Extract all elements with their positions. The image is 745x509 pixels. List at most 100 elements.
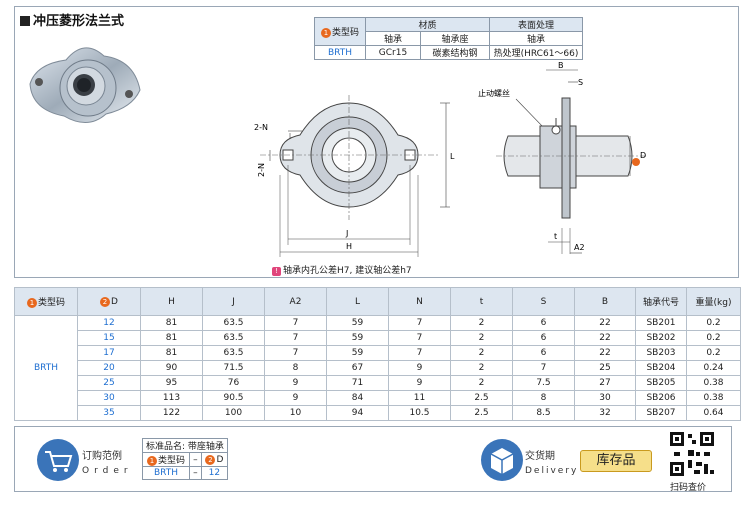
- table-cell: 0.24: [686, 360, 741, 376]
- header-a2: A2: [264, 287, 327, 316]
- table-cell: 0.2: [686, 345, 741, 361]
- delivery-box-icon: [481, 439, 523, 481]
- side-view-drawing: 止动螺丝 B S D t A2: [478, 61, 646, 254]
- page-title: 冲压菱形法兰式: [20, 10, 124, 29]
- table-cell: 113: [140, 390, 203, 406]
- table-cell: SB205: [635, 375, 687, 391]
- table-cell: 71.5: [202, 360, 265, 376]
- table-cell: 100: [202, 405, 265, 421]
- order-panel: [14, 426, 732, 492]
- dim-d-label: D: [640, 151, 646, 160]
- table-cell: 7: [264, 345, 327, 361]
- spec-surface-header: 表面处理: [489, 17, 583, 32]
- note-pin-icon: !: [272, 267, 281, 276]
- table-cell: 2: [450, 330, 513, 346]
- set-screw-label: 止动螺丝: [478, 88, 510, 98]
- table-cell: 2.5: [450, 390, 513, 406]
- dim-h-label: H: [346, 242, 352, 251]
- table-cell: 90: [140, 360, 203, 376]
- table-cell: 9: [264, 390, 327, 406]
- delivery-label: 交货期 Delivery: [525, 449, 578, 479]
- table-cell: 59: [326, 330, 389, 346]
- order-std-name: 标准品名: 带座轴承: [142, 438, 228, 453]
- table-cell: 59: [326, 345, 389, 361]
- table-cell: SB203: [635, 345, 687, 361]
- header-t: t: [450, 287, 513, 316]
- table-cell: SB207: [635, 405, 687, 421]
- table-cell: 63.5: [202, 345, 265, 361]
- scan-price-label: 扫码查价: [670, 483, 707, 493]
- table-cell: 9: [388, 360, 451, 376]
- table-cell: 122: [140, 405, 203, 421]
- dim-s-label: S: [578, 78, 583, 87]
- table-cell: 81: [140, 315, 203, 331]
- dim-b-label: B: [558, 61, 564, 70]
- dim-t-label: t: [554, 232, 557, 241]
- table-cell: 6: [512, 315, 575, 331]
- table-cell: 67: [326, 360, 389, 376]
- table-cell: 81: [140, 330, 203, 346]
- d-badge-icon: 2: [100, 296, 111, 307]
- table-cell: 0.38: [686, 375, 741, 391]
- header-n: N: [388, 287, 451, 316]
- type-code-badge-icon: 1: [146, 456, 157, 466]
- table-cell: 2.5: [450, 405, 513, 421]
- table-cell: 2: [450, 375, 513, 391]
- delivery-label-cn: 交货期: [525, 451, 555, 462]
- table-cell: 7: [264, 315, 327, 331]
- front-view-drawing: 2-N 2-N L J H: [254, 95, 455, 257]
- table-cell: 59: [326, 315, 389, 331]
- order-label-cn: 订购范例: [82, 451, 122, 462]
- dim-j-label: J: [345, 229, 348, 238]
- d-cell: 35: [77, 405, 141, 421]
- table-cell: 9: [388, 375, 451, 391]
- table-cell: 7.5: [512, 375, 575, 391]
- table-cell: SB204: [635, 360, 687, 376]
- table-row: 25 95 76 9 71 9 2 7.5 27 SB205 0.38: [15, 375, 741, 391]
- table-cell: 8.5: [512, 405, 575, 421]
- table-cell: 94: [326, 405, 389, 421]
- header-weight: 重量(kg): [686, 287, 741, 316]
- table-cell: 63.5: [202, 330, 265, 346]
- table-cell: SB206: [635, 390, 687, 406]
- title-text: 冲压菱形法兰式: [33, 14, 125, 29]
- table-cell: 11: [388, 390, 451, 406]
- table-row: 35 122 100 10 94 10.5 2.5 8.5 32 SB207 0…: [15, 405, 741, 421]
- spec-type-code: BRTH: [314, 45, 366, 60]
- title-marker-icon: [20, 16, 30, 26]
- tolerance-note: !轴承内孔公差H7, 建议轴公差h7: [272, 263, 412, 276]
- table-cell: 10: [264, 405, 327, 421]
- table-cell: 76: [202, 375, 265, 391]
- table-cell: 7: [388, 330, 451, 346]
- header-l: L: [326, 287, 389, 316]
- d-cell: 30: [77, 390, 141, 406]
- table-cell: 63.5: [202, 315, 265, 331]
- stock-button[interactable]: 库存品: [580, 450, 652, 472]
- header-b: B: [574, 287, 636, 316]
- table-row: BRTH 12 81 63.5 7 59 7 2 6 22 SB201 0.2: [14, 315, 741, 421]
- table-cell: 30: [574, 390, 636, 406]
- table-cell: 71: [326, 375, 389, 391]
- d-cell: 20: [77, 360, 141, 376]
- qr-code-icon[interactable]: [668, 430, 716, 478]
- table-cell: SB202: [635, 330, 687, 346]
- table-cell: 81: [140, 345, 203, 361]
- spec-bearing-header: 轴承: [365, 31, 421, 46]
- order-dash: –: [188, 466, 202, 480]
- dim-2n-label: 2-N: [254, 123, 268, 132]
- d-cell: 25: [77, 375, 141, 391]
- table-cell: 90.5: [202, 390, 265, 406]
- table-cell: 9: [264, 375, 327, 391]
- table-row: 30 113 90.5 9 84 11 2.5 8 30 SB206 0.38: [15, 390, 741, 406]
- table-cell: 84: [326, 390, 389, 406]
- table-cell: 0.2: [686, 330, 741, 346]
- table-cell: 2: [450, 345, 513, 361]
- table-cell: 6: [512, 345, 575, 361]
- table-row: 15 81 63.5 7 59 7 2 6 22 SB202 0.2: [15, 330, 741, 346]
- table-cell: 7: [388, 315, 451, 331]
